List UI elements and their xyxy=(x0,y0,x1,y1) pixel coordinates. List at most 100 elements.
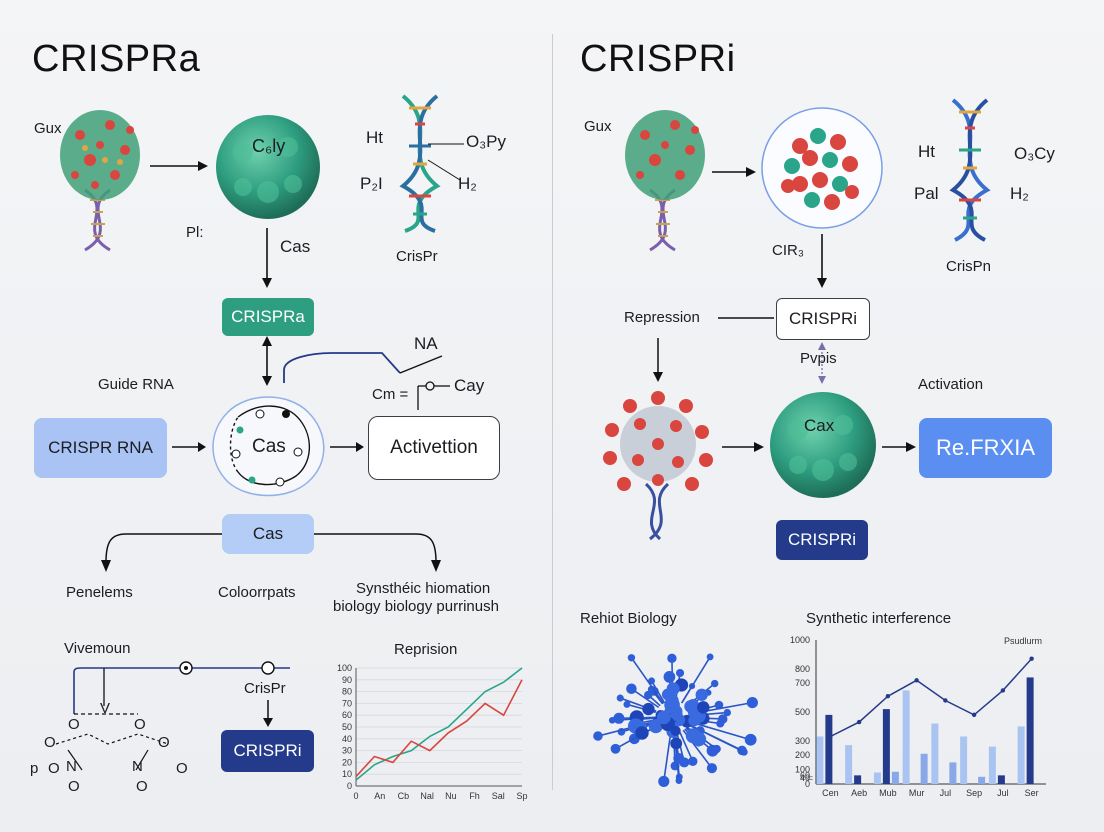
network-core-node xyxy=(666,682,680,696)
bar-chart-ytick: 0 xyxy=(805,779,810,789)
activettion-box[interactable]: Activettion xyxy=(368,416,500,480)
network-node xyxy=(714,700,724,710)
line-chart-ytick: 60 xyxy=(342,710,352,720)
cas-ring-complex xyxy=(212,396,325,497)
line-chart-ytick: 70 xyxy=(342,698,352,708)
bar-chart-bar xyxy=(873,772,881,784)
dna-helix xyxy=(399,94,441,233)
network-node xyxy=(626,683,637,695)
bar-chart-bar xyxy=(960,736,968,784)
refrxia-box[interactable]: Re.FRXΙA xyxy=(919,418,1052,478)
network-node xyxy=(723,708,731,717)
bar-chart-ytick: 300 xyxy=(795,736,810,746)
arrow-right xyxy=(172,442,206,452)
network-edge xyxy=(681,656,711,704)
bar-chart-bar xyxy=(816,736,824,784)
bar-chart-bar xyxy=(891,771,899,784)
na-connector-line xyxy=(283,352,443,383)
mol-o6-label: O xyxy=(176,760,188,777)
crispri-box-right[interactable]: CRISPRi xyxy=(776,298,870,340)
bar-chart-bar xyxy=(845,745,853,784)
arrow-down xyxy=(262,228,272,288)
crispri-dark-box[interactable]: CRISPRi xyxy=(776,520,868,560)
bar-chart-bar xyxy=(920,753,928,784)
bar-chart-bar xyxy=(902,690,910,784)
bar-chart-trend-point xyxy=(971,712,977,718)
network-edge xyxy=(678,731,694,762)
guide-rna-label: Guide RNA xyxy=(98,376,174,393)
bar-chart-trend-point xyxy=(856,719,862,725)
network-node xyxy=(711,679,719,688)
mol-o7-label: O xyxy=(68,778,80,795)
helix-o3py-label: O₃Py xyxy=(466,132,506,151)
pl-label: Pl: xyxy=(186,224,204,241)
blue-protein-network xyxy=(593,653,758,787)
bar-chart-trend-line xyxy=(830,658,1033,738)
ring-cas-label: Cas xyxy=(252,436,286,457)
network-node xyxy=(667,653,677,663)
helix-leader-lines xyxy=(427,143,464,181)
mol-n1-label: N xyxy=(66,758,77,775)
crispr-rna-box[interactable]: CRISPR RNA xyxy=(34,418,167,478)
bar-chart-xtick: Mur xyxy=(909,788,925,798)
line-chart-series-0 xyxy=(355,667,523,781)
crispri-box-left[interactable]: CRISPRi xyxy=(221,730,314,772)
rehiot-label: Rehiot Biology xyxy=(580,610,677,627)
line-chart-series-1 xyxy=(355,679,523,778)
bar-chart-trend-point xyxy=(828,734,833,739)
line-chart-ytick: 50 xyxy=(342,722,352,732)
arrow-right xyxy=(882,442,916,452)
arrow-down xyxy=(817,234,827,288)
crispr-small-label: CrisPr xyxy=(244,680,286,697)
network-edge xyxy=(689,721,751,741)
bar-chart-trend-point xyxy=(943,698,948,703)
network-edge xyxy=(650,680,666,704)
network-core-node xyxy=(670,708,683,722)
bar-chart-trend-point xyxy=(1029,656,1034,661)
line-chart-ytick: 40 xyxy=(342,734,352,744)
bar-chart-ytick: 500 xyxy=(795,707,810,717)
cas-box[interactable]: Cas xyxy=(222,514,314,554)
right-protein-dna-illustration xyxy=(625,110,705,252)
network-core-node xyxy=(656,710,671,725)
connector-line xyxy=(718,317,774,319)
protein-label: C₆ly xyxy=(252,136,286,156)
cas-label: Cas xyxy=(280,237,311,256)
helix-ht-label: Ht xyxy=(366,128,383,147)
network-edge xyxy=(597,720,656,737)
synthetic-line2-label: biology biology purrinush xyxy=(333,598,499,615)
bar-chart-bar xyxy=(988,746,996,784)
network-edge xyxy=(630,657,665,704)
crispra-box[interactable]: CRISPRa xyxy=(222,298,314,336)
bar-chart-legend: Psudlurm xyxy=(1004,636,1042,646)
line-chart-xtick: Cb xyxy=(398,791,410,801)
arrow-right xyxy=(330,442,364,452)
network-node xyxy=(688,756,698,766)
bar-chart-ytick: 40̶ xyxy=(800,773,813,783)
bar-chart-trend-point xyxy=(885,693,891,699)
bar-chart-title: Synthetic interference xyxy=(806,610,952,627)
network-core-node xyxy=(670,737,683,750)
helix-ht-label-right: Ht xyxy=(918,142,935,161)
bar-chart-xtick: Aeb xyxy=(851,788,867,798)
cay-label: Cay xyxy=(454,376,485,395)
network-node xyxy=(744,733,757,746)
bar-chart-ytick: 1000 xyxy=(790,635,810,645)
line-chart-ytick: 100 xyxy=(337,663,352,673)
arrow-right xyxy=(150,161,208,171)
bar-chart-bar xyxy=(825,714,833,784)
line-chart-ytick: 10 xyxy=(342,769,352,779)
cir3-label: CIR₃ xyxy=(772,242,804,259)
helix-name-label-right: CrisPn xyxy=(946,258,992,275)
cm-label: Cm = xyxy=(372,386,409,403)
mol-d-label: p xyxy=(30,760,39,777)
network-node xyxy=(746,697,758,709)
activation-label: Activation xyxy=(918,376,984,393)
bar-chart-bar xyxy=(978,776,986,784)
mol-n2-label: N xyxy=(132,758,143,775)
helix-h2-label: H₂ xyxy=(458,174,477,193)
helix-p2i-label: P₂I xyxy=(360,174,383,193)
bar-chart-bar xyxy=(997,775,1005,784)
network-core-node xyxy=(697,701,710,714)
